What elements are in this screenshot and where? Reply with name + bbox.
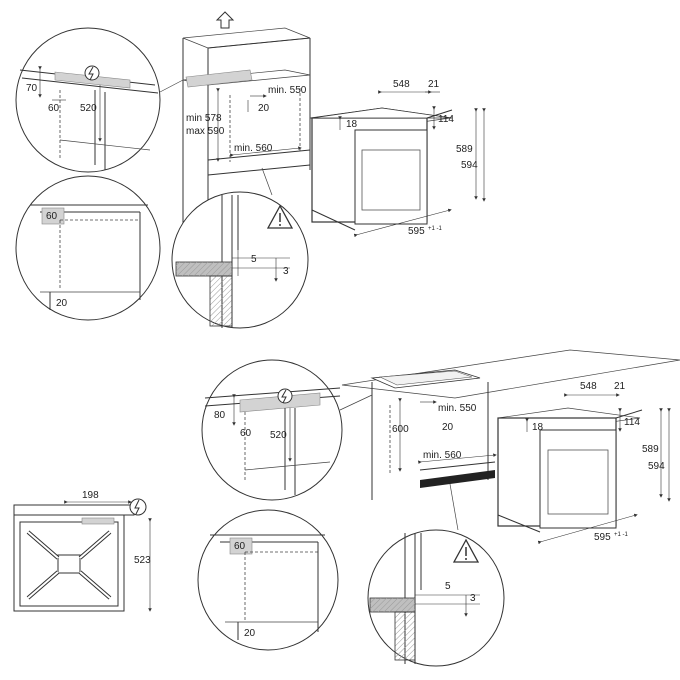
detail-cutout-circle: 70 60 520 [15,27,161,173]
dim-5: 5 [251,254,257,265]
oven-top-dimensions: 548 21 114 18 589 594 595 +1 -1 [338,79,486,238]
dim-595: 595 [408,226,425,237]
tall-cabinet [182,27,311,230]
hob-front-view [13,504,135,612]
detail-gap-circle: 5 3 [171,191,309,329]
dim-600: 600 [392,424,409,435]
dim-max590: max 590 [186,126,225,137]
dim-548-bottom: 548 [580,381,597,392]
up-arrow-icon [215,11,235,29]
dim-520-bottom: 520 [270,430,287,441]
dim-198: 198 [82,490,99,501]
electric-plug-icon [84,65,100,81]
dim-min560: min. 560 [234,143,273,154]
detail-cutout-circle-bottom: 80 60 520 [201,359,343,501]
dim-60-corner-bottom: 60 [234,541,246,552]
oven-bottom-dimensions: 548 21 114 18 589 594 595 +1 -1 [525,381,671,545]
dim-20: 20 [258,103,270,114]
dim-595-tolerance-bottom: +1 -1 [614,532,629,538]
dim-60-corner: 60 [46,211,58,222]
electric-plug-icon [129,498,147,516]
dim-589: 589 [456,144,473,155]
cabinet-dimensions: min 578 max 590 min. 550 20 min. 560 [186,85,307,162]
dim-min578: min 578 [186,113,222,124]
dim-114-bottom: 114 [624,417,640,428]
cabinet-bottom-dimensions: 600 min. 550 20 min. 560 [389,398,497,475]
detail-corner-circle-bottom: 60 20 [197,509,339,651]
dim-21: 21 [428,79,440,90]
dim-3-bottom: 3 [470,593,476,604]
dim-20-corner: 20 [56,298,68,309]
dim-548: 548 [393,79,410,90]
dim-70: 70 [26,83,38,94]
warning-triangle-icon [266,204,294,229]
dim-114: 114 [438,114,454,125]
dim-60: 60 [48,103,60,114]
dim-594-bottom: 594 [648,461,665,472]
dim-520: 520 [80,103,97,114]
dim-min560-bottom: min. 560 [423,450,462,461]
dim-80: 80 [214,410,226,421]
oven-bottom [497,407,643,533]
detail-gap-circle-bottom: 5 3 [367,529,505,667]
dim-60-bottom: 60 [240,428,252,439]
dim-18: 18 [346,119,358,130]
warning-triangle-icon [452,538,480,563]
countertop [341,349,680,500]
dim-594: 594 [461,160,478,171]
dim-589-bottom: 589 [642,444,659,455]
detail-corner-circle: 60 20 [15,175,161,321]
dim-18-bottom: 18 [532,422,544,433]
dim-min550: min. 550 [268,85,307,96]
dim-3: 3 [283,266,289,277]
electric-plug-icon [277,388,293,404]
dim-5-bottom: 5 [445,581,451,592]
dim-595-bottom: 595 [594,532,611,543]
dim-20-bottom: 20 [442,422,454,433]
dim-min550-bottom: min. 550 [438,403,477,414]
dim-20-corner-bottom: 20 [244,628,256,639]
dim-595-tolerance: +1 -1 [428,226,443,232]
dim-523: 523 [134,555,151,566]
hob-dimensions: 198 523 [64,490,152,612]
oven-top [309,107,453,231]
dim-21-bottom: 21 [614,381,626,392]
